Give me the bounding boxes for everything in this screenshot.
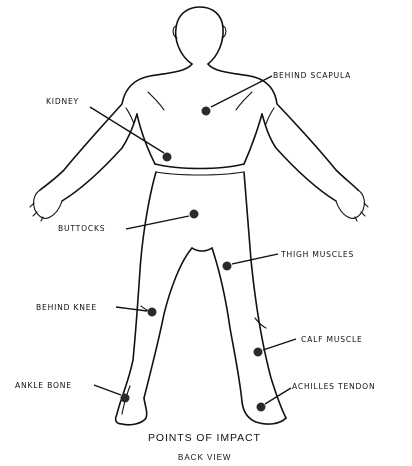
- impact-dot: [163, 153, 172, 162]
- impact-buttocks: BUTTOCKS: [58, 210, 199, 234]
- label-ankle-bone: ANKLE BONE: [15, 381, 72, 390]
- impact-dot: [121, 394, 130, 403]
- label-kidney: KIDNEY: [46, 97, 79, 106]
- caption-title: POINTS OF IMPACT: [148, 432, 261, 444]
- impact-dot: [254, 348, 263, 357]
- impact-behind-scapula: BEHIND SCAPULA: [202, 71, 352, 116]
- label-behind-knee: BEHIND KNEE: [36, 303, 97, 312]
- leader-line: [126, 216, 189, 229]
- impact-dot: [223, 262, 232, 271]
- impact-kidney: KIDNEY: [46, 97, 172, 162]
- impact-dot: [257, 403, 266, 412]
- leader-line: [94, 385, 121, 395]
- leader-line: [90, 107, 164, 153]
- label-behind-scapula: BEHIND SCAPULA: [273, 71, 351, 80]
- label-buttocks: BUTTOCKS: [58, 224, 105, 233]
- impact-ankle-bone: ANKLE BONE: [15, 381, 130, 403]
- impact-dot: [148, 308, 157, 317]
- head: [173, 7, 226, 64]
- leader-line: [265, 388, 291, 404]
- caption-subtitle: BACK VIEW: [178, 453, 231, 462]
- impact-thigh-muscles: THIGH MUSCLES: [223, 250, 355, 271]
- impact-calf-muscle: CALF MUSCLE: [254, 335, 363, 357]
- impact-dot: [202, 107, 211, 116]
- torso-and-arms: [30, 64, 368, 221]
- leader-line: [232, 254, 278, 264]
- label-achilles-tendon: ACHILLES TENDON: [292, 382, 375, 391]
- label-thigh-muscles: THIGH MUSCLES: [280, 250, 354, 259]
- legs: [116, 172, 286, 425]
- leader-line: [263, 339, 296, 350]
- label-calf-muscle: CALF MUSCLE: [301, 335, 363, 344]
- impact-behind-knee: BEHIND KNEE: [36, 303, 157, 317]
- impact-dot: [190, 210, 199, 219]
